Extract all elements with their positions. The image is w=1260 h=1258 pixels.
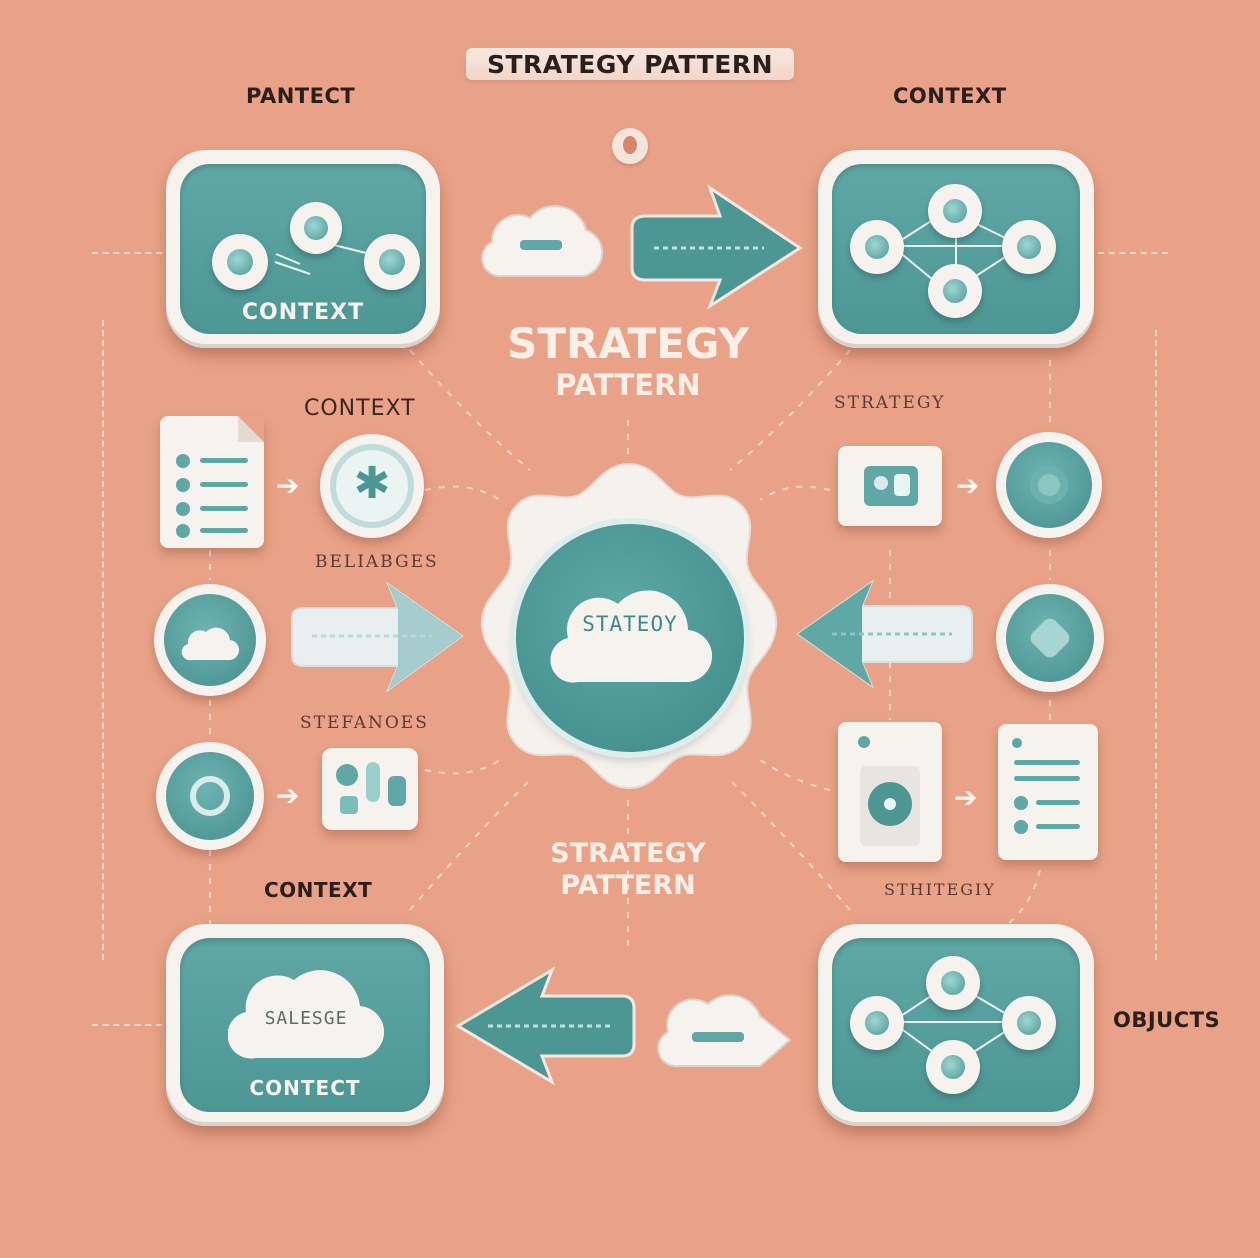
dashed-connector: [1155, 330, 1157, 960]
cloud-icon: [228, 970, 384, 1059]
arrow-right-icon: ➔: [954, 781, 978, 814]
cloud-icon: [657, 994, 792, 1068]
node-icon: [212, 234, 268, 290]
hub-label: STATEOY: [582, 612, 678, 636]
arrow-right-icon: ➔: [276, 469, 300, 502]
dashed-connector: [92, 1024, 162, 1026]
label-top-left: PANTECT: [246, 84, 356, 108]
center-title-line2: PATTERN: [555, 368, 701, 402]
side-label-left-2: BELIABGES: [315, 552, 439, 572]
image-icon: [864, 466, 918, 506]
label-top-right: CONTEXT: [893, 84, 1007, 108]
cloud-icon: [181, 627, 240, 661]
star-glyph: ✱: [353, 458, 391, 509]
cloud-icon: [481, 205, 604, 278]
title-banner: [466, 48, 794, 80]
lower-title-line2: PATTERN: [560, 870, 696, 901]
connector-line: [424, 485, 501, 501]
node-links: [274, 243, 371, 275]
page-title: STRATEGY PATTERN: [487, 50, 773, 79]
document-icon: [838, 722, 942, 862]
arrow-right-icon: ➔: [276, 779, 300, 812]
connector-line: [409, 349, 531, 471]
context-panel-top-left: CONTEXT: [166, 150, 440, 348]
node-icon: [1002, 220, 1056, 274]
ring-glyph: [190, 776, 230, 816]
dashed-connector: [1098, 252, 1168, 254]
node-icon: [1002, 996, 1056, 1050]
arrow-left-icon: [796, 579, 973, 689]
label-bottom-left: CONTEXT: [264, 878, 373, 902]
document-icon: [998, 724, 1098, 860]
document-icon: [160, 416, 264, 548]
node-icon: [926, 956, 980, 1010]
context-panel-top-right: [818, 150, 1094, 348]
side-label-left-1: CONTEXT: [304, 396, 416, 421]
panel-body: [832, 164, 1080, 334]
connector-line: [424, 759, 501, 775]
shapes-card: [322, 748, 418, 830]
node-circle: [156, 742, 264, 850]
connector-line: [409, 779, 531, 911]
panel-body: CONTEXT: [180, 164, 426, 334]
context-panel-bottom-left: SALESGE CONTECT: [166, 924, 444, 1126]
node-circle: [996, 432, 1102, 538]
panel-body: SALESGE CONTECT: [180, 938, 430, 1112]
logo-mark: [623, 136, 637, 154]
gear-icon: ✱: [320, 434, 424, 538]
label-bottom-right: OBJUCTS: [1113, 1008, 1221, 1032]
panel-body: [832, 938, 1080, 1112]
center-title-line1: STRATEGY: [507, 319, 749, 368]
objects-panel-bottom-right: [818, 924, 1094, 1126]
dashed-connector: [102, 320, 104, 960]
node-icon: [928, 264, 982, 318]
node-icon: [850, 996, 904, 1050]
arrow-right-icon: [630, 184, 803, 310]
arrow-right-icon: ➔: [956, 469, 980, 502]
cloud-icon: [550, 590, 712, 683]
page-fold: [238, 416, 264, 442]
side-label-right-1: STRATEGY: [834, 393, 946, 413]
node-icon: [928, 184, 982, 238]
side-label-right-2: STHITEGIY: [884, 880, 996, 899]
dot-glyph: [1030, 466, 1068, 504]
node-icon: [850, 220, 904, 274]
connector-line: [729, 779, 851, 911]
node-icon: [926, 1040, 980, 1094]
lower-title-line1: STRATEGY: [550, 838, 706, 869]
dashed-connector: [92, 252, 162, 254]
panel-label: CONTEXT: [241, 300, 365, 325]
node-icon: [290, 202, 342, 254]
arrow-right-icon: [291, 581, 464, 693]
node-icon: [364, 234, 420, 290]
arrow-left-icon: [455, 966, 636, 1086]
connector-line: [999, 869, 1041, 931]
logo: [612, 128, 648, 164]
node-circle: [996, 584, 1104, 692]
cloud-circle: [154, 584, 266, 696]
side-label-left-3: STEFANOES: [300, 713, 429, 733]
connector-line: [729, 349, 851, 471]
image-card: [838, 446, 942, 526]
cloud-label: SALESGE: [264, 1008, 348, 1029]
panel-label: CONTECT: [249, 1076, 361, 1100]
